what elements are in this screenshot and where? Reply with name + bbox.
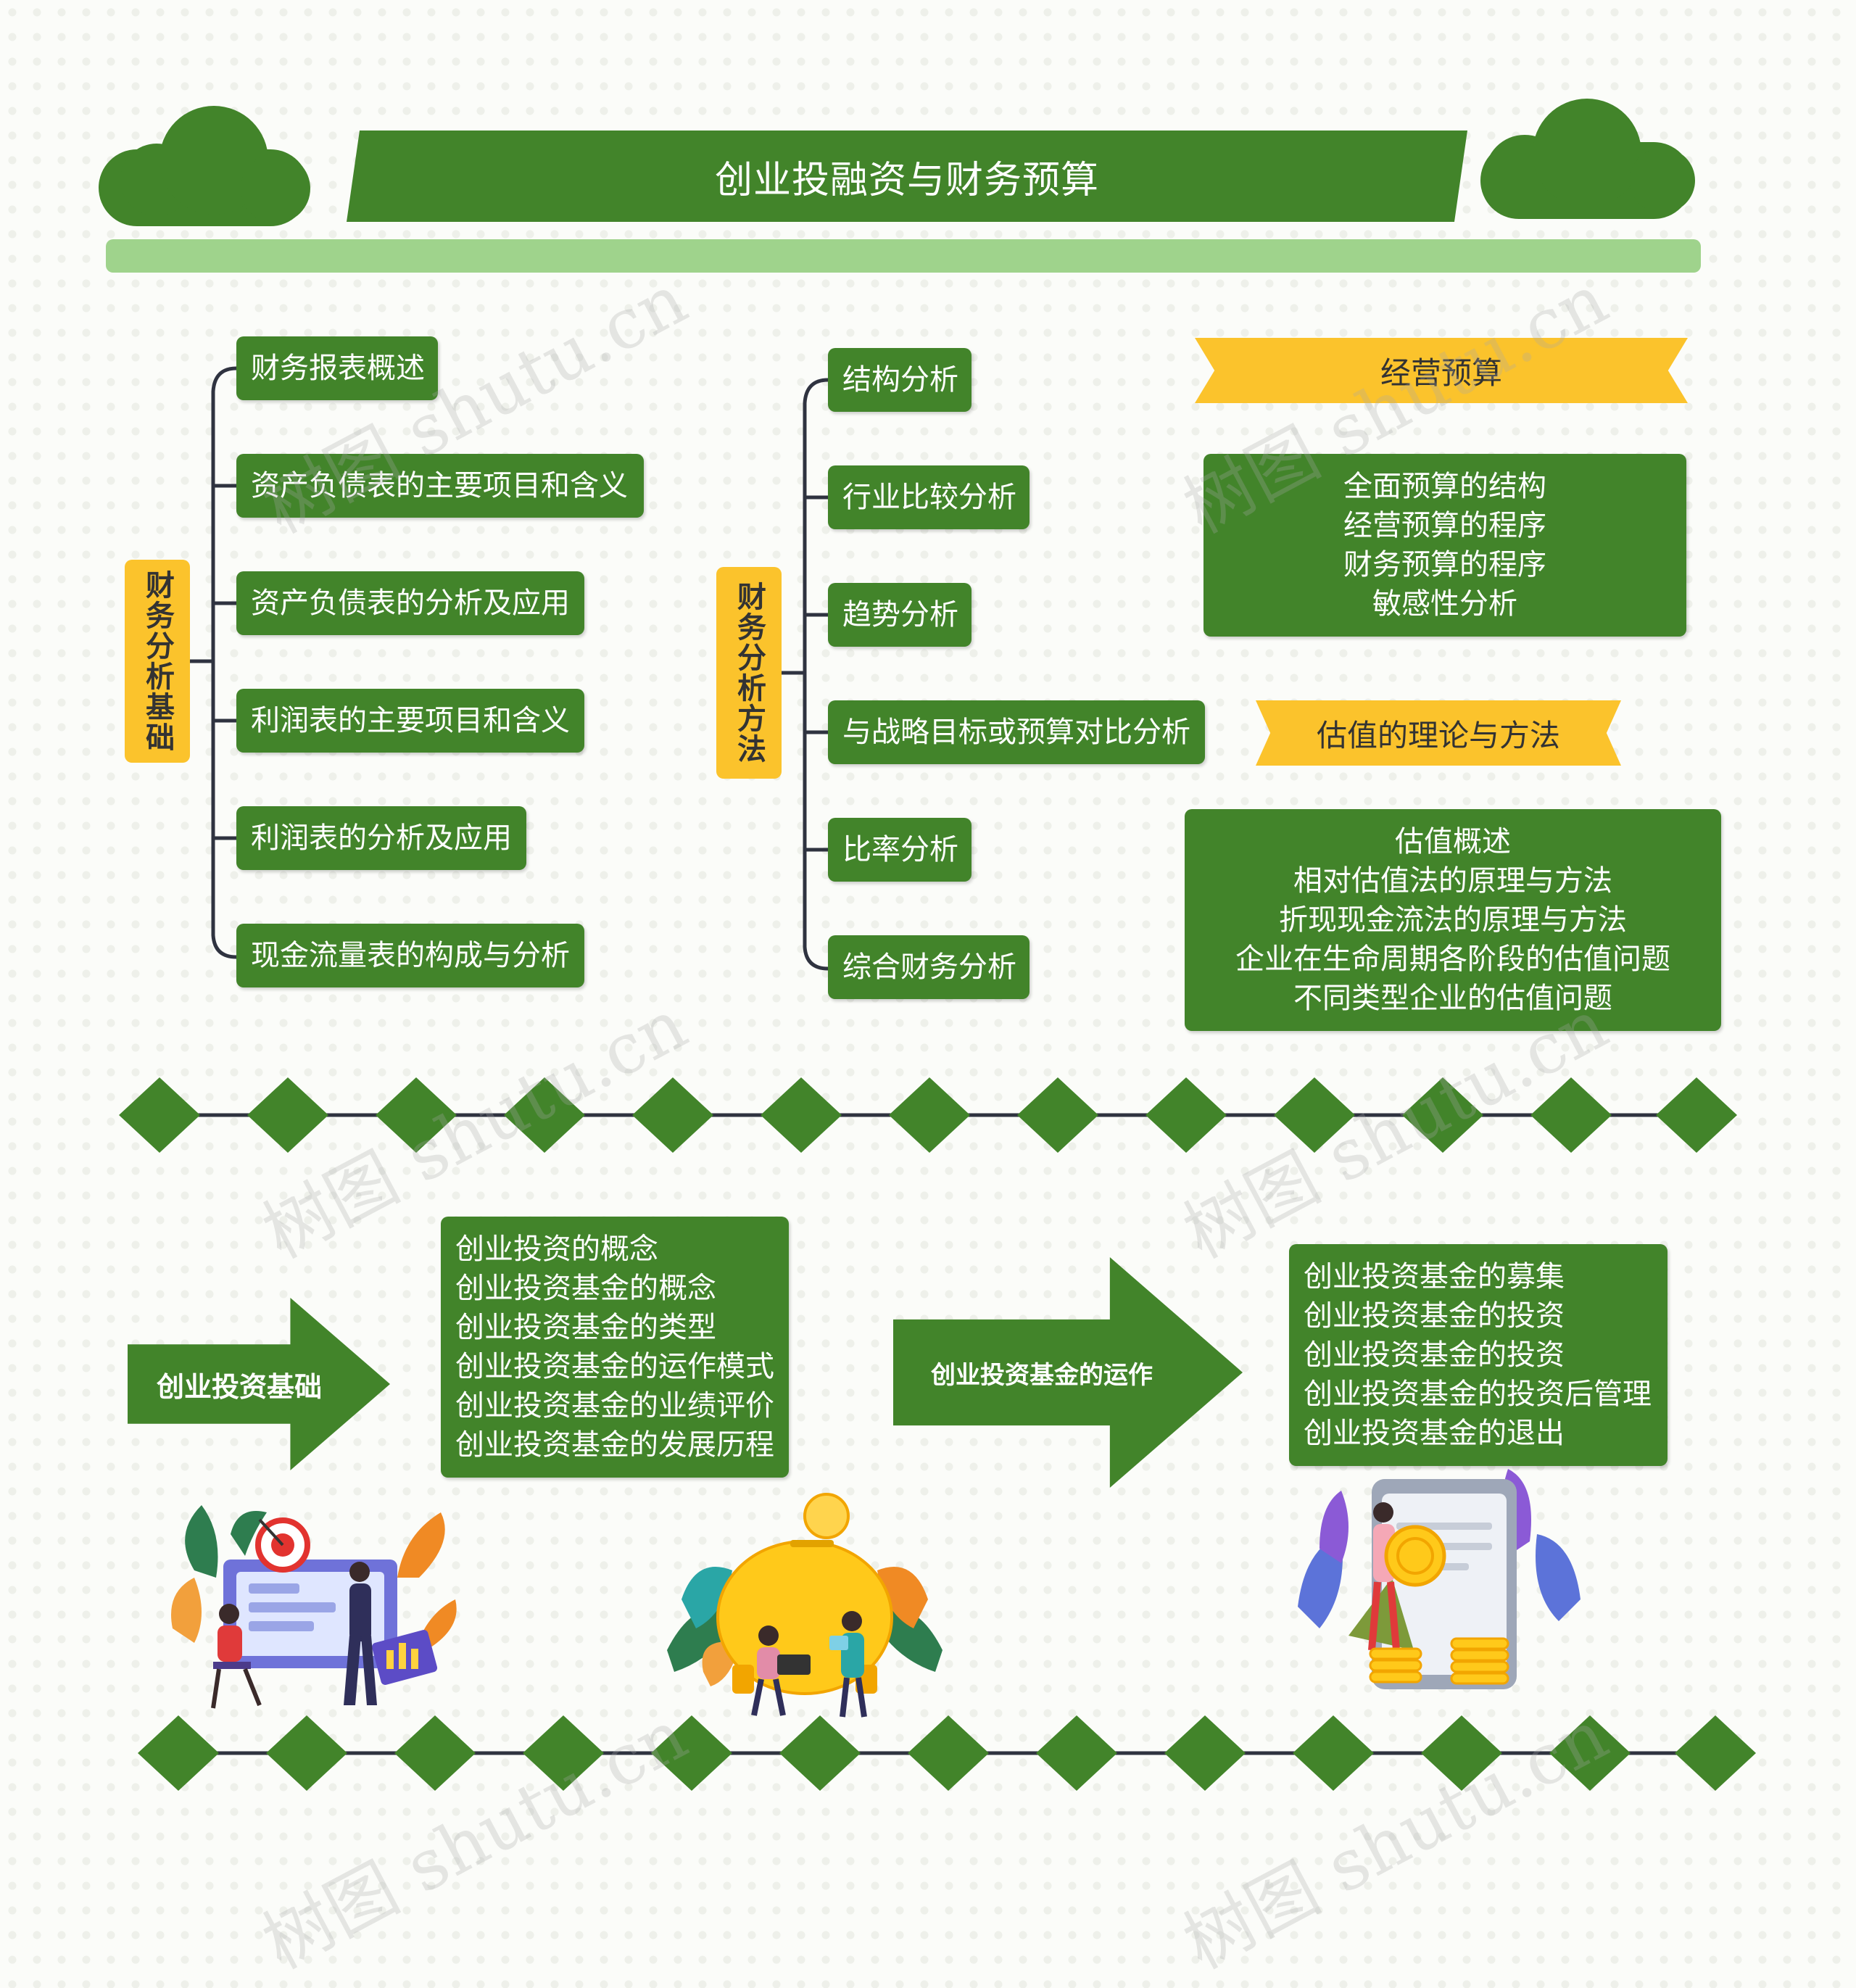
arrow-label: 创业投资基金的运作 [931, 1361, 1153, 1389]
mobile-coins-illustration [1298, 1469, 1580, 1689]
node-label: 资产负债表的主要项目和含义 [251, 470, 628, 502]
piggy-bank-illustration [667, 1493, 942, 1718]
node-label: 与战略目标或预算对比分析 [842, 716, 1190, 748]
root-label-financial-analysis-methods: 财务分析方法 [733, 581, 765, 764]
header-valuation-methods: 估值的理论与方法 [1256, 700, 1621, 766]
box-line: 不同类型企业的估值问题 [1293, 982, 1612, 1014]
arrow-label: 创业投资基础 [157, 1372, 323, 1403]
box-line: 折现现金流法的原理与方法 [1279, 904, 1627, 936]
node-label: 结构分析 [842, 364, 958, 396]
arrow-fund-operation: 创业投资基金的运作 [893, 1257, 1243, 1488]
title-underline-stripe [106, 239, 1701, 273]
node-label: 综合财务分析 [842, 951, 1016, 983]
node-trend-analysis: 趋势分析 [828, 583, 972, 647]
box-line: 敏感性分析 [1372, 588, 1517, 620]
tree-connectors [188, 366, 830, 971]
box-line: 创业投资基金的业绩评价 [455, 1390, 774, 1422]
header-operating-budget: 经营预算 [1195, 338, 1688, 403]
box-line: 估值概述 [1395, 826, 1511, 858]
box-line: 创业投资基金的退出 [1304, 1417, 1565, 1449]
node-income-statement-analysis: 利润表的分析及应用 [236, 806, 526, 870]
box-operating-budget-items: 全面预算的结构 经营预算的程序 财务预算的程序 敏感性分析 [1204, 454, 1686, 637]
cloud-left-decoration [99, 106, 310, 228]
box-fund-operation-items: 创业投资基金的募集 创业投资基金的投资 创业投资基金的投资 创业投资基金的投资后… [1289, 1244, 1668, 1466]
page-title: 创业投融资与财务预算 [714, 159, 1099, 202]
box-line: 创业投资基金的运作模式 [455, 1351, 774, 1383]
node-label: 资产负债表的分析及应用 [251, 587, 570, 619]
root-node-financial-analysis-methods: 财务分析方法 [716, 567, 782, 779]
box-line: 全面预算的结构 [1343, 471, 1546, 502]
node-ratio-analysis: 比率分析 [828, 818, 972, 882]
box-venture-capital-basics-items: 创业投资的概念 创业投资基金的概念 创业投资基金的类型 创业投资基金的运作模式 … [441, 1217, 789, 1478]
diamond-divider-top [119, 1077, 1737, 1153]
node-balance-sheet-items: 资产负债表的主要项目和含义 [236, 454, 644, 518]
node-label: 利润表的分析及应用 [251, 822, 512, 854]
node-structure-analysis: 结构分析 [828, 348, 972, 412]
box-line: 创业投资基金的募集 [1304, 1261, 1565, 1293]
box-valuation-items: 估值概述 相对估值法的原理与方法 折现现金流法的原理与方法 企业在生命周期各阶段… [1185, 809, 1721, 1031]
business-target-illustration [171, 1505, 457, 1709]
page-title-banner: 创业投融资与财务预算 [347, 131, 1467, 222]
node-label: 趋势分析 [842, 599, 958, 631]
node-comprehensive-analysis: 综合财务分析 [828, 935, 1030, 999]
box-line: 创业投资基金的发展历程 [455, 1429, 774, 1461]
box-line: 企业在生命周期各阶段的估值问题 [1235, 943, 1670, 975]
node-balance-sheet-analysis: 资产负债表的分析及应用 [236, 571, 584, 635]
box-line: 财务预算的程序 [1343, 549, 1546, 581]
box-line: 创业投资基金的投资后管理 [1304, 1378, 1652, 1410]
node-income-statement-items: 利润表的主要项目和含义 [236, 689, 584, 753]
node-label: 行业比较分析 [842, 481, 1016, 513]
node-label: 财务报表概述 [251, 352, 425, 384]
box-line: 相对估值法的原理与方法 [1293, 865, 1612, 897]
node-cash-flow-statement: 现金流量表的构成与分析 [236, 924, 584, 987]
header-label: 经营预算 [1380, 355, 1502, 390]
box-line: 创业投资基金的投资 [1304, 1300, 1565, 1332]
box-line: 创业投资基金的投资 [1304, 1339, 1565, 1371]
node-financial-statements-overview: 财务报表概述 [236, 336, 438, 400]
box-line: 创业投资基金的概念 [455, 1272, 716, 1304]
header-label: 估值的理论与方法 [1316, 718, 1560, 753]
box-line: 经营预算的程序 [1343, 510, 1546, 542]
box-line: 创业投资的概念 [455, 1233, 658, 1265]
node-industry-comparison: 行业比较分析 [828, 465, 1030, 529]
box-line: 创业投资基金的类型 [455, 1312, 716, 1343]
root-node-financial-analysis-basics: 财务分析基础 [125, 560, 190, 763]
node-label: 利润表的主要项目和含义 [251, 705, 570, 737]
node-strategy-budget-comparison: 与战略目标或预算对比分析 [828, 700, 1205, 764]
arrow-venture-capital-basics: 创业投资基础 [128, 1298, 390, 1470]
node-label: 比率分析 [842, 834, 958, 866]
node-label: 现金流量表的构成与分析 [251, 940, 570, 972]
root-label-financial-analysis-basics: 财务分析基础 [141, 570, 173, 753]
diamond-divider-bottom [138, 1715, 1756, 1791]
cloud-right-decoration [1480, 99, 1695, 220]
